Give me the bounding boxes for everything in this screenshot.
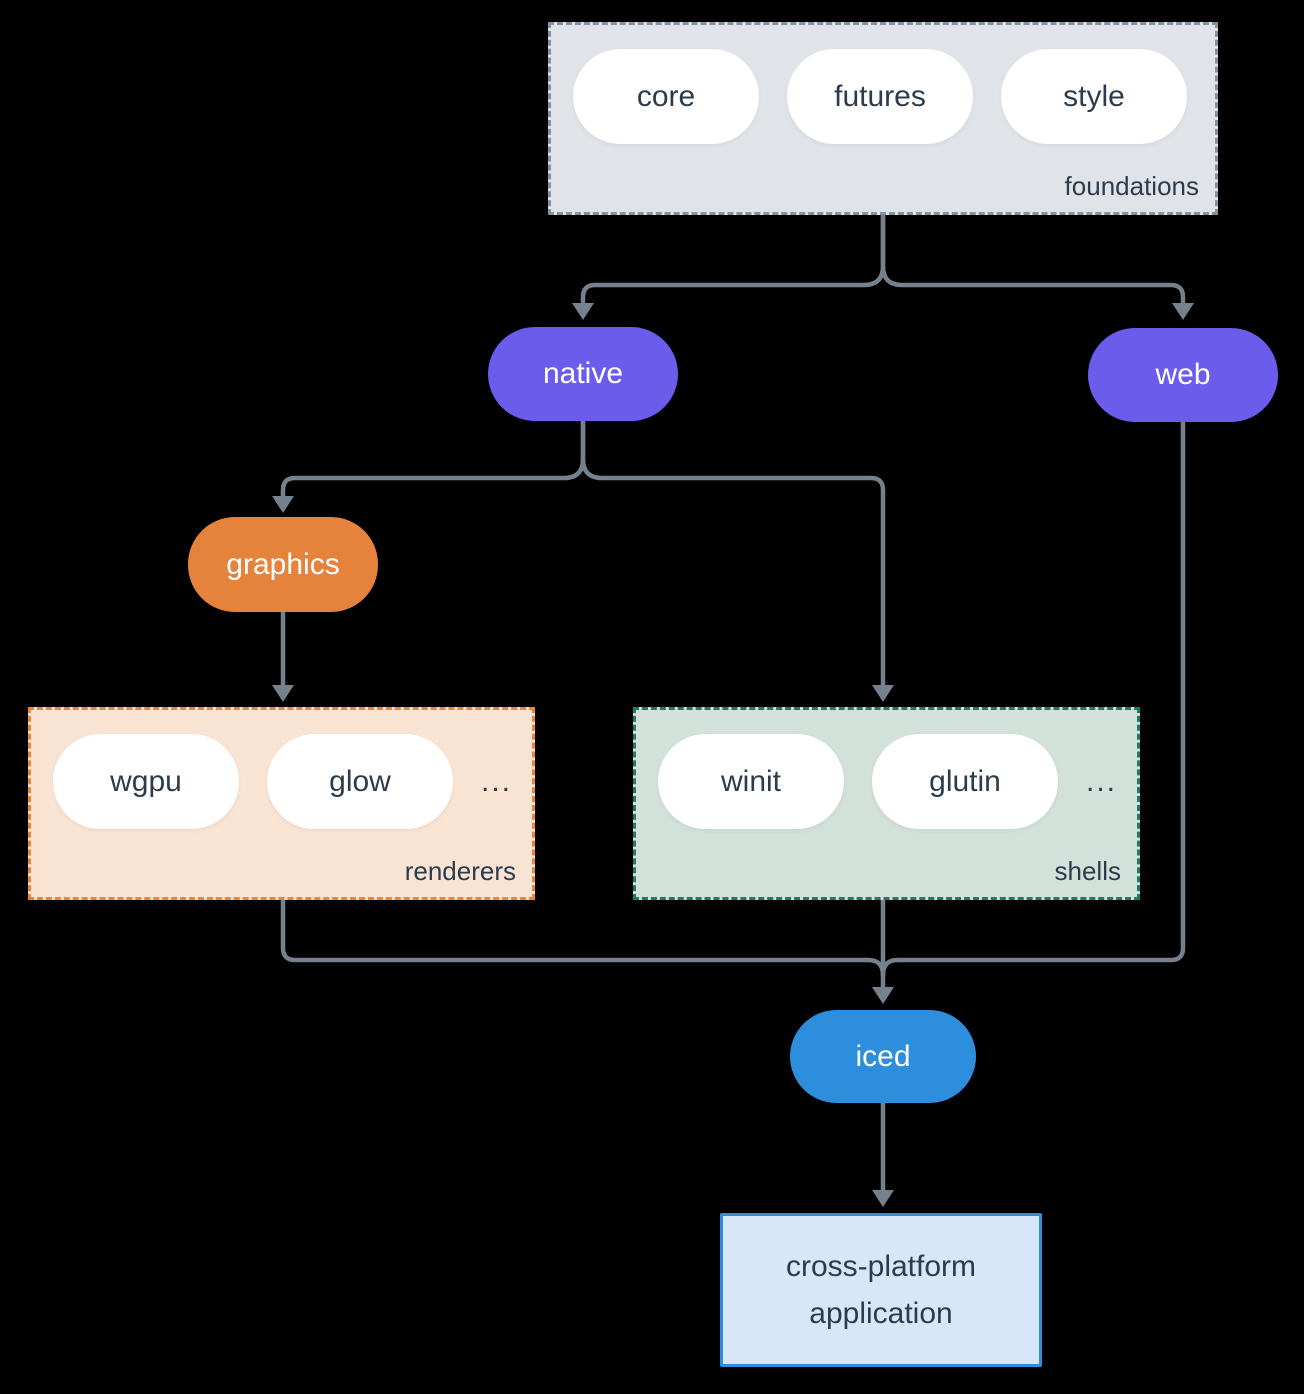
renderers-group: wgpu glow ... renderers <box>28 707 535 900</box>
line-renderers-to-merge <box>280 897 886 978</box>
pill-wgpu: wgpu <box>53 734 239 829</box>
renderers-ellipsis: ... <box>481 764 513 798</box>
arrow-foundations-to-web <box>880 212 1194 320</box>
arrow-foundations-to-native <box>572 212 886 320</box>
shells-group: winit glutin ... shells <box>633 707 1140 900</box>
pill-core: core <box>573 49 759 144</box>
arrow-native-to-graphics <box>272 418 586 513</box>
pill-glow: glow <box>267 734 453 829</box>
pill-winit: winit <box>658 734 844 829</box>
application-box: cross-platform application <box>720 1213 1042 1367</box>
foundations-label: foundations <box>1064 171 1199 201</box>
arrow-iced-to-application <box>872 1100 894 1207</box>
graphics-node: graphics <box>188 517 378 612</box>
pill-glutin: glutin <box>872 734 1058 829</box>
arrow-native-to-shells <box>580 418 894 702</box>
web-node: web <box>1088 328 1278 422</box>
shells-ellipsis: ... <box>1086 764 1118 798</box>
pill-futures: futures <box>787 49 973 144</box>
foundations-group: core futures style foundations <box>548 22 1218 215</box>
arrow-shells-to-iced <box>872 897 894 1004</box>
pill-style: style <box>1001 49 1187 144</box>
shells-label: shells <box>1054 856 1121 886</box>
renderers-label: renderers <box>404 856 516 886</box>
native-node: native <box>488 327 678 421</box>
arrow-graphics-to-renderers <box>272 609 294 702</box>
iced-node: iced <box>790 1010 976 1103</box>
